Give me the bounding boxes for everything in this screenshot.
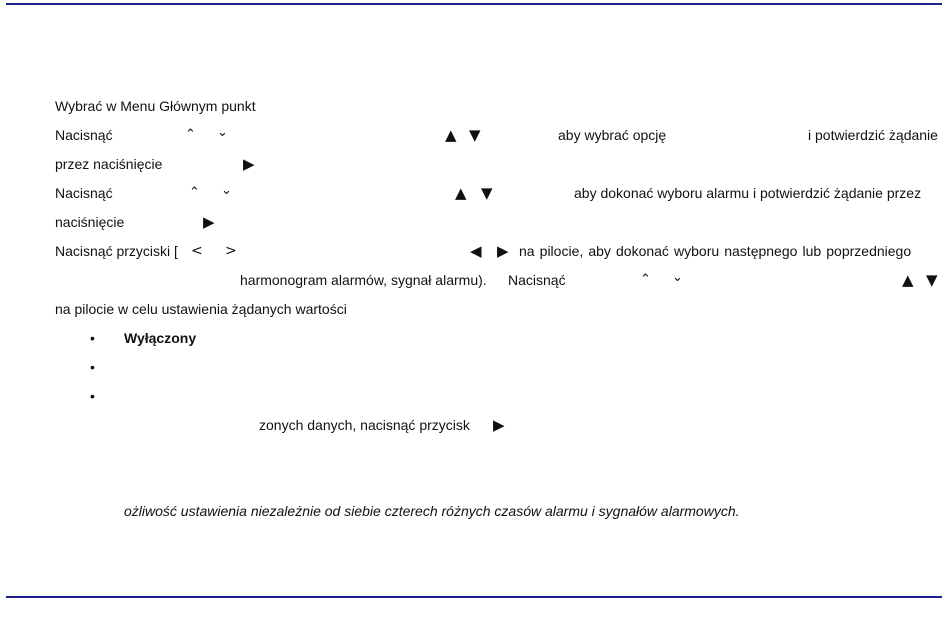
bullet-icon: • — [90, 388, 95, 404]
bullet-icon: • — [90, 330, 95, 346]
chevron-up-icon: ⌃ — [640, 272, 651, 287]
chevron-up-icon: ⌃ — [185, 127, 196, 142]
note-text: ożliwość ustawienia niezależnie od siebi… — [124, 503, 740, 519]
triangle-right-icon: ▶ — [243, 155, 255, 173]
triangle-up-icon: ▲ — [445, 126, 457, 144]
bullet-icon: • — [90, 359, 95, 375]
text-press: Nacisnąć — [55, 127, 113, 143]
text-pressing: naciśnięcie — [55, 214, 125, 230]
chevron-up-icon: ⌃ — [189, 185, 200, 200]
text-save-data: zonych danych, nacisnąć przycisk — [259, 417, 470, 433]
triangle-down-icon: ▼ — [481, 184, 493, 202]
triangle-down-icon: ▼ — [926, 271, 938, 289]
chevron-down-icon: ⌄ — [221, 183, 232, 198]
text-select-alarm: aby dokonać wyboru alarmu i potwierdzić … — [574, 185, 922, 201]
triangle-down-icon: ▼ — [469, 126, 481, 144]
text-select-option: aby wybrać opcję — [558, 127, 667, 143]
text-line-menu: Wybrać w Menu Głównym punkt — [55, 98, 256, 114]
triangle-up-icon: ▲ — [455, 184, 467, 202]
angle-right-icon: > — [225, 243, 237, 259]
chevron-down-icon: ⌄ — [672, 270, 683, 285]
angle-left-icon: < — [191, 243, 203, 259]
chevron-down-icon: ⌄ — [217, 125, 228, 140]
text-press: Nacisnąć — [508, 272, 566, 288]
triangle-right-icon: ▶ — [203, 213, 215, 231]
text-remote-set-values: na pilocie w celu ustawienia żądanych wa… — [55, 301, 347, 317]
text-next-previous: na pilocie, aby dokonać wyboru następneg… — [519, 243, 912, 259]
triangle-left-icon: ◀ — [470, 242, 482, 260]
triangle-right-icon: ▶ — [497, 242, 509, 260]
triangle-up-icon: ▲ — [902, 271, 914, 289]
text-confirm-request: i potwierdzić żądanie — [808, 127, 938, 143]
text-press-buttons: Nacisnąć przyciski [ — [55, 243, 178, 259]
text-schedule: harmonogram alarmów, sygnał alarmu). — [240, 272, 487, 288]
text-press: Nacisnąć — [55, 185, 113, 201]
text-by-pressing: przez naciśnięcie — [55, 156, 163, 172]
bottom-rule — [6, 596, 942, 598]
triangle-right-icon: ▶ — [493, 416, 505, 434]
top-rule — [6, 3, 942, 5]
option-off: Wyłączony — [124, 330, 197, 346]
